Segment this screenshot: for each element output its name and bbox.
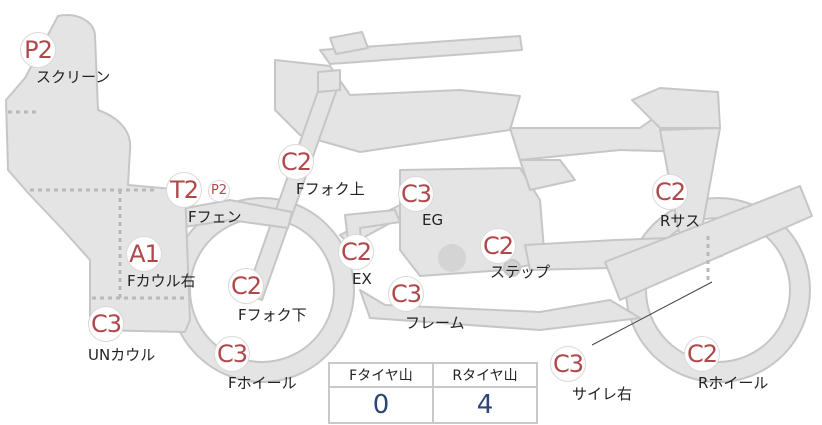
tire-tread-table: Fタイヤ山 Rタイヤ山 0 4	[328, 362, 538, 424]
part-code-badge[interactable]: T2	[166, 172, 202, 208]
part-label: UNカウル	[88, 346, 156, 364]
part-label: Fフェン	[188, 208, 242, 226]
part-subcode-badge[interactable]: P2	[208, 180, 230, 202]
front-tire-header: Fタイヤ山	[328, 362, 434, 388]
silencer-shape	[604, 185, 813, 301]
part-label: Fフォク上	[296, 180, 365, 198]
part-label: フレーム	[405, 314, 465, 332]
part-label: Rホイール	[698, 374, 769, 392]
part-code-badge[interactable]: C3	[388, 276, 424, 312]
part-code-badge[interactable]: C3	[550, 346, 586, 382]
part-code-badge[interactable]: C3	[214, 336, 250, 372]
silencer-leader-line	[591, 281, 713, 346]
part-code-badge[interactable]: C2	[338, 234, 374, 270]
part-label: Fカウル右	[127, 272, 196, 290]
part-label: EX	[352, 270, 372, 288]
part-code-badge[interactable]: C3	[88, 306, 124, 342]
part-label: Fフォク下	[238, 306, 307, 324]
part-label: Fホイール	[228, 374, 297, 392]
part-code-badge[interactable]: C2	[228, 268, 264, 304]
part-label: サイレ右	[572, 385, 633, 403]
part-label: EG	[422, 211, 444, 229]
rear-tire-header: Rタイヤ山	[432, 362, 538, 388]
part-code-badge[interactable]: C2	[480, 228, 516, 264]
part-code-badge[interactable]: C2	[684, 336, 720, 372]
part-code-badge[interactable]: A1	[126, 236, 162, 272]
part-label: ステップ	[490, 263, 551, 281]
part-label: Rサス	[660, 212, 701, 230]
part-code-badge[interactable]: P2	[20, 32, 56, 68]
rear-tire-value[interactable]: 4	[432, 386, 538, 424]
part-code-badge[interactable]: C3	[398, 176, 434, 212]
part-code-badge[interactable]: C2	[652, 174, 688, 210]
front-tire-value[interactable]: 0	[328, 386, 434, 424]
part-label: スクリーン	[36, 68, 111, 86]
part-code-badge[interactable]: C2	[278, 144, 314, 180]
